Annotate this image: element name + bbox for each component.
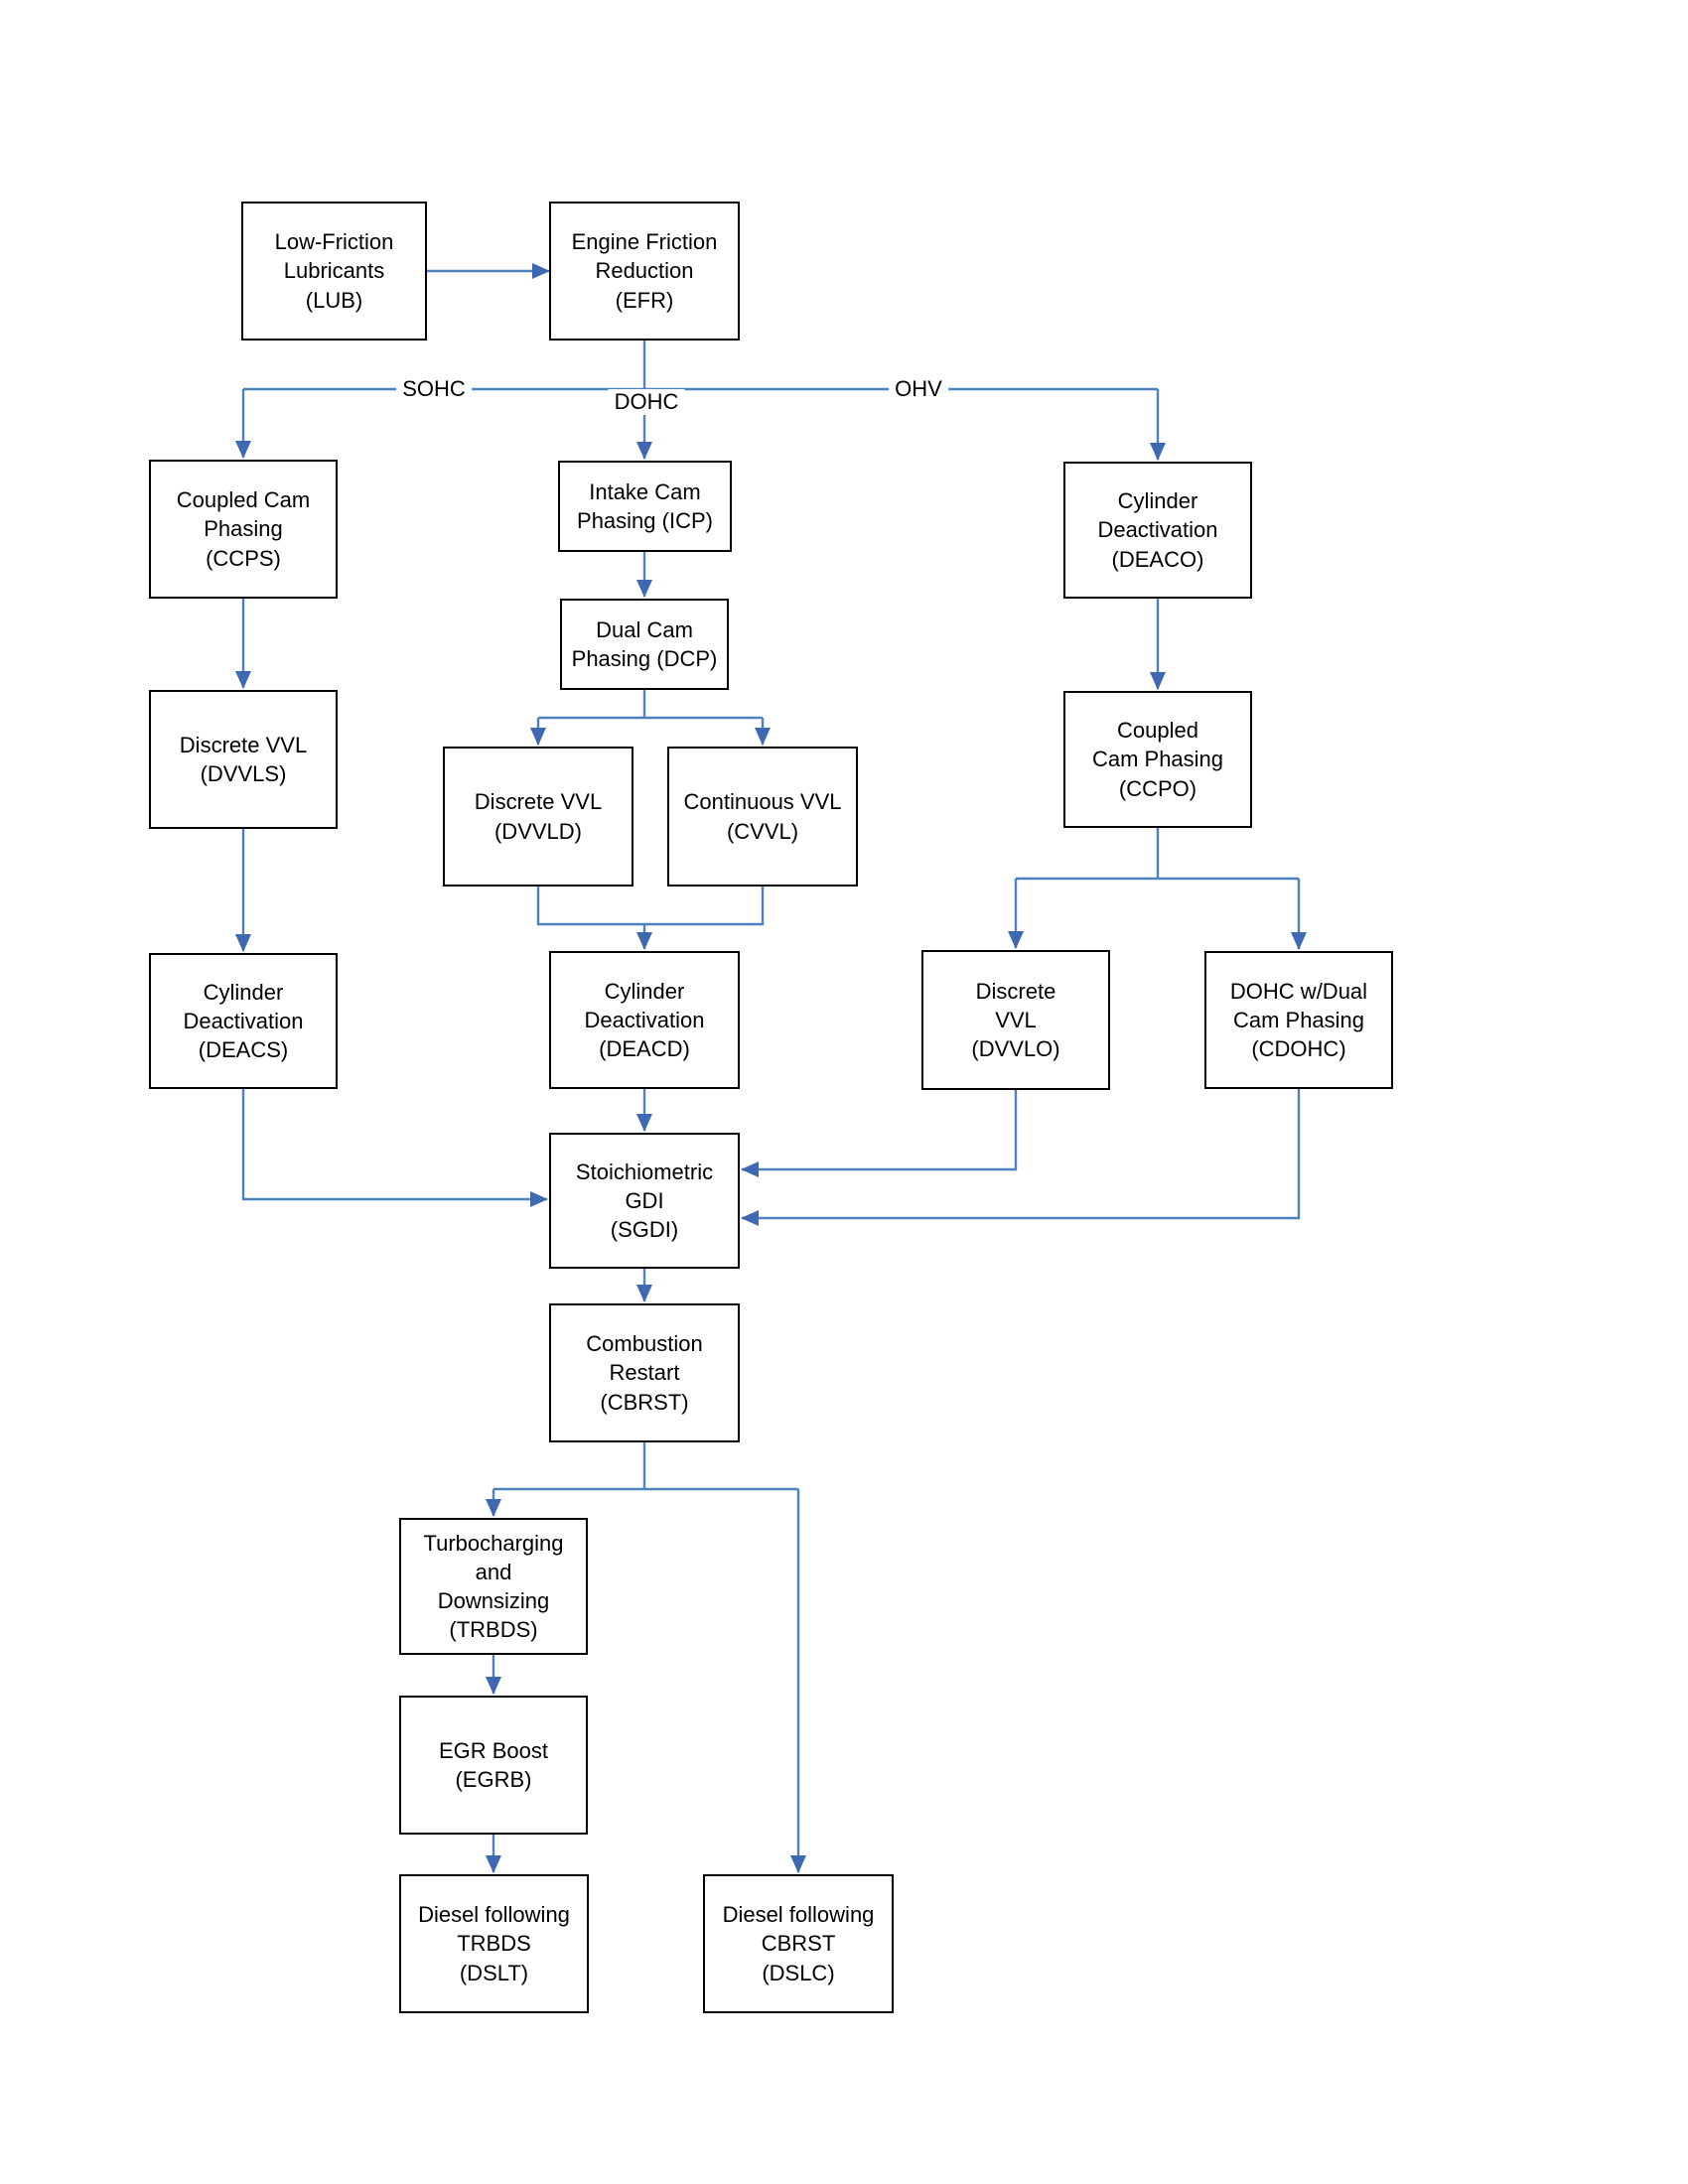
node-efr: Engine Friction Reduction (EFR)	[549, 202, 740, 341]
node-ccps: Coupled Cam Phasing (CCPS)	[149, 460, 338, 599]
node-deaco: Cylinder Deactivation (DEACO)	[1063, 462, 1252, 599]
edge-cdohc-sgdi	[741, 1089, 1301, 1226]
edge-deacs-sgdi	[241, 1089, 548, 1207]
node-deacs: Cylinder Deactivation (DEACS)	[149, 953, 338, 1089]
node-lub: Low-Friction Lubricants (LUB)	[241, 202, 427, 341]
node-dslc: Diesel following CBRST (DSLC)	[703, 1874, 894, 2013]
node-deacd: Cylinder Deactivation (DEACD)	[549, 951, 740, 1089]
node-cbrst: Combustion Restart (CBRST)	[549, 1303, 740, 1442]
edge-dvvld-merge	[536, 887, 765, 926]
branch-label-ohv: OHV	[889, 376, 948, 402]
node-dvvlo: Discrete VVL (DVVLO)	[921, 950, 1110, 1090]
node-dvvld: Discrete VVL (DVVLD)	[443, 747, 633, 887]
node-egrb: EGR Boost (EGRB)	[399, 1696, 588, 1835]
node-sgdi: Stoichiometric GDI (SGDI)	[549, 1133, 740, 1269]
branch-label-sohc: SOHC	[396, 376, 472, 402]
node-dvvls: Discrete VVL (DVVLS)	[149, 690, 338, 829]
node-cdohc: DOHC w/Dual Cam Phasing (CDOHC)	[1204, 951, 1393, 1089]
node-trbds: Turbocharging and Downsizing (TRBDS)	[399, 1518, 588, 1655]
node-icp: Intake Cam Phasing (ICP)	[558, 461, 732, 552]
node-dcp: Dual Cam Phasing (DCP)	[560, 599, 729, 690]
node-cvvl: Continuous VVL (CVVL)	[667, 747, 858, 887]
edge-dvvlo-sgdi	[741, 1090, 1018, 1177]
branch-label-dohc: DOHC	[608, 389, 685, 415]
node-dslt: Diesel following TRBDS (DSLT)	[399, 1874, 589, 2013]
node-ccpo: Coupled Cam Phasing (CCPO)	[1063, 691, 1252, 828]
